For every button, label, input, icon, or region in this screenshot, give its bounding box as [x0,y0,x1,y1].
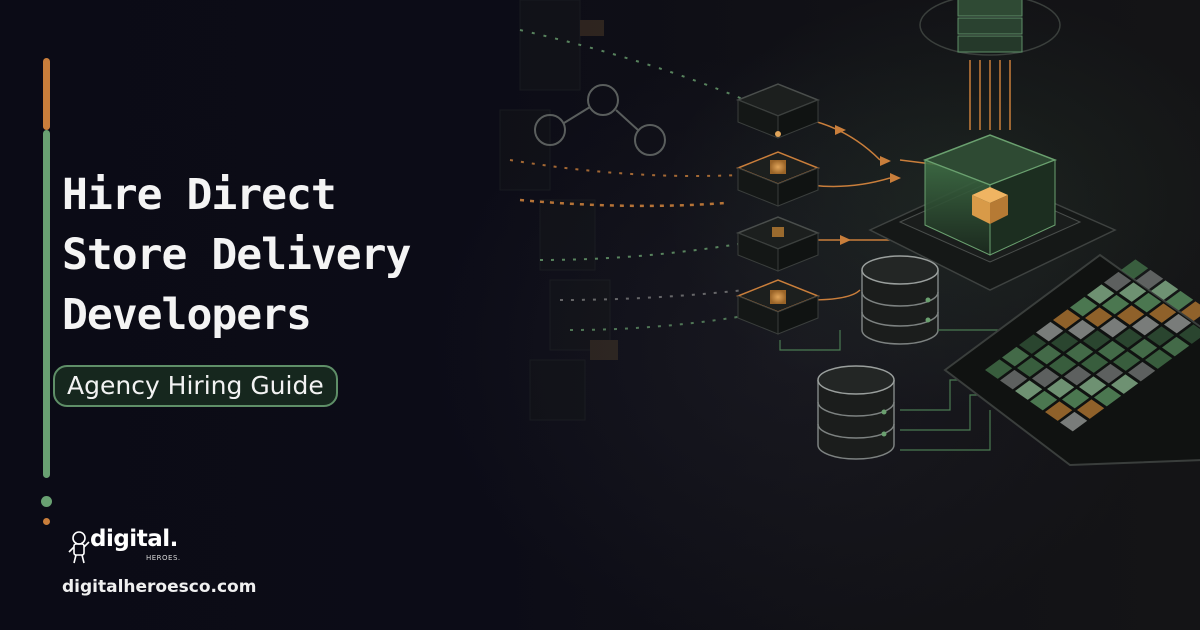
processing-cube-icon [735,279,821,335]
grid-cell [1017,357,1045,377]
grid-cell [1111,374,1139,394]
grid-cell [1115,328,1143,348]
grid-cell [1098,340,1126,361]
processing-cube-stack [735,83,821,335]
grid-cell [1032,367,1060,388]
headline-line-2: Store Delivery [62,230,411,280]
processing-cube-icon [735,151,821,207]
accent-bar-green [43,130,50,478]
grid-cell [1077,399,1105,419]
subtitle-badge: Agency Hiring Guide [53,365,338,407]
tech-illustration [499,0,1200,467]
grid-cell [1119,282,1147,302]
grid-cell [1151,280,1179,300]
central-processing-cube [868,134,1117,291]
grid-cell [1015,380,1043,400]
grid-cell [1064,365,1092,386]
grid-cell [1066,342,1094,363]
decor-dot-orange [43,518,50,525]
grid-cell [1130,338,1158,359]
grid-cell [1049,355,1077,375]
grid-cell [1179,324,1200,344]
grid-cell [1019,334,1047,354]
grid-cell [1181,301,1200,321]
database-cylinder-icon [861,255,939,345]
grid-cell [1081,353,1109,373]
grid-cell [1147,326,1175,346]
grid-cell [1128,361,1156,382]
background-panels [499,0,618,421]
grid-cell [1117,305,1145,325]
grid-cell [1132,315,1160,336]
grid-cell [1000,369,1028,390]
grid-cell [1113,351,1141,371]
grid-cell [1136,269,1164,290]
grid-cell [985,359,1013,379]
grid-cell [1162,336,1190,357]
grid-cell [1087,284,1115,304]
grid-cell [1164,313,1192,334]
grid-cell [1083,330,1111,350]
grid-cell [1134,292,1162,313]
grid-cell [1104,271,1132,292]
headline-line-1: Hire Direct [62,170,337,220]
grid-cell [1053,309,1081,329]
grid-matrix-icon [943,253,1200,467]
grid-cell [1145,349,1173,369]
processing-cube-icon [735,216,821,272]
brand-tagline: HEROES. [146,554,181,562]
decor-dot-green [41,496,52,507]
server-stack-icon [919,0,1061,130]
grid-cell [1085,307,1113,327]
grid-cell [1096,363,1124,384]
grid-cell [1149,303,1177,323]
grid-cell [1079,376,1107,396]
grid-cell [1068,319,1096,340]
processing-cube-icon [735,83,821,139]
grid-cell [1070,296,1098,317]
database-cylinder-icon [817,365,895,460]
grid-cell [1047,378,1075,398]
grid-cell [1060,411,1088,432]
grid-cell [1100,317,1128,338]
brand-wordmark: digital. [90,526,178,552]
grid-cell [1166,290,1194,311]
grid-cell [1036,321,1064,342]
website-url: digitalheroesco.com [62,577,257,597]
grid-cell [1045,401,1073,421]
hero-mascot-icon [68,531,90,564]
headline-line-3: Developers [62,290,312,340]
accent-bar-orange [43,58,50,130]
grid-cell [1121,259,1149,279]
network-nodes-icon [534,84,666,156]
grid-cell [1094,386,1122,407]
grid-cell [1102,294,1130,315]
headline: Hire Direct Store Delivery Developers [62,165,411,345]
grid-cell [1030,390,1058,411]
grid-cell [1034,344,1062,365]
grid-cell [1062,388,1090,409]
grid-cell [1051,332,1079,352]
grid-cell [1002,346,1030,367]
